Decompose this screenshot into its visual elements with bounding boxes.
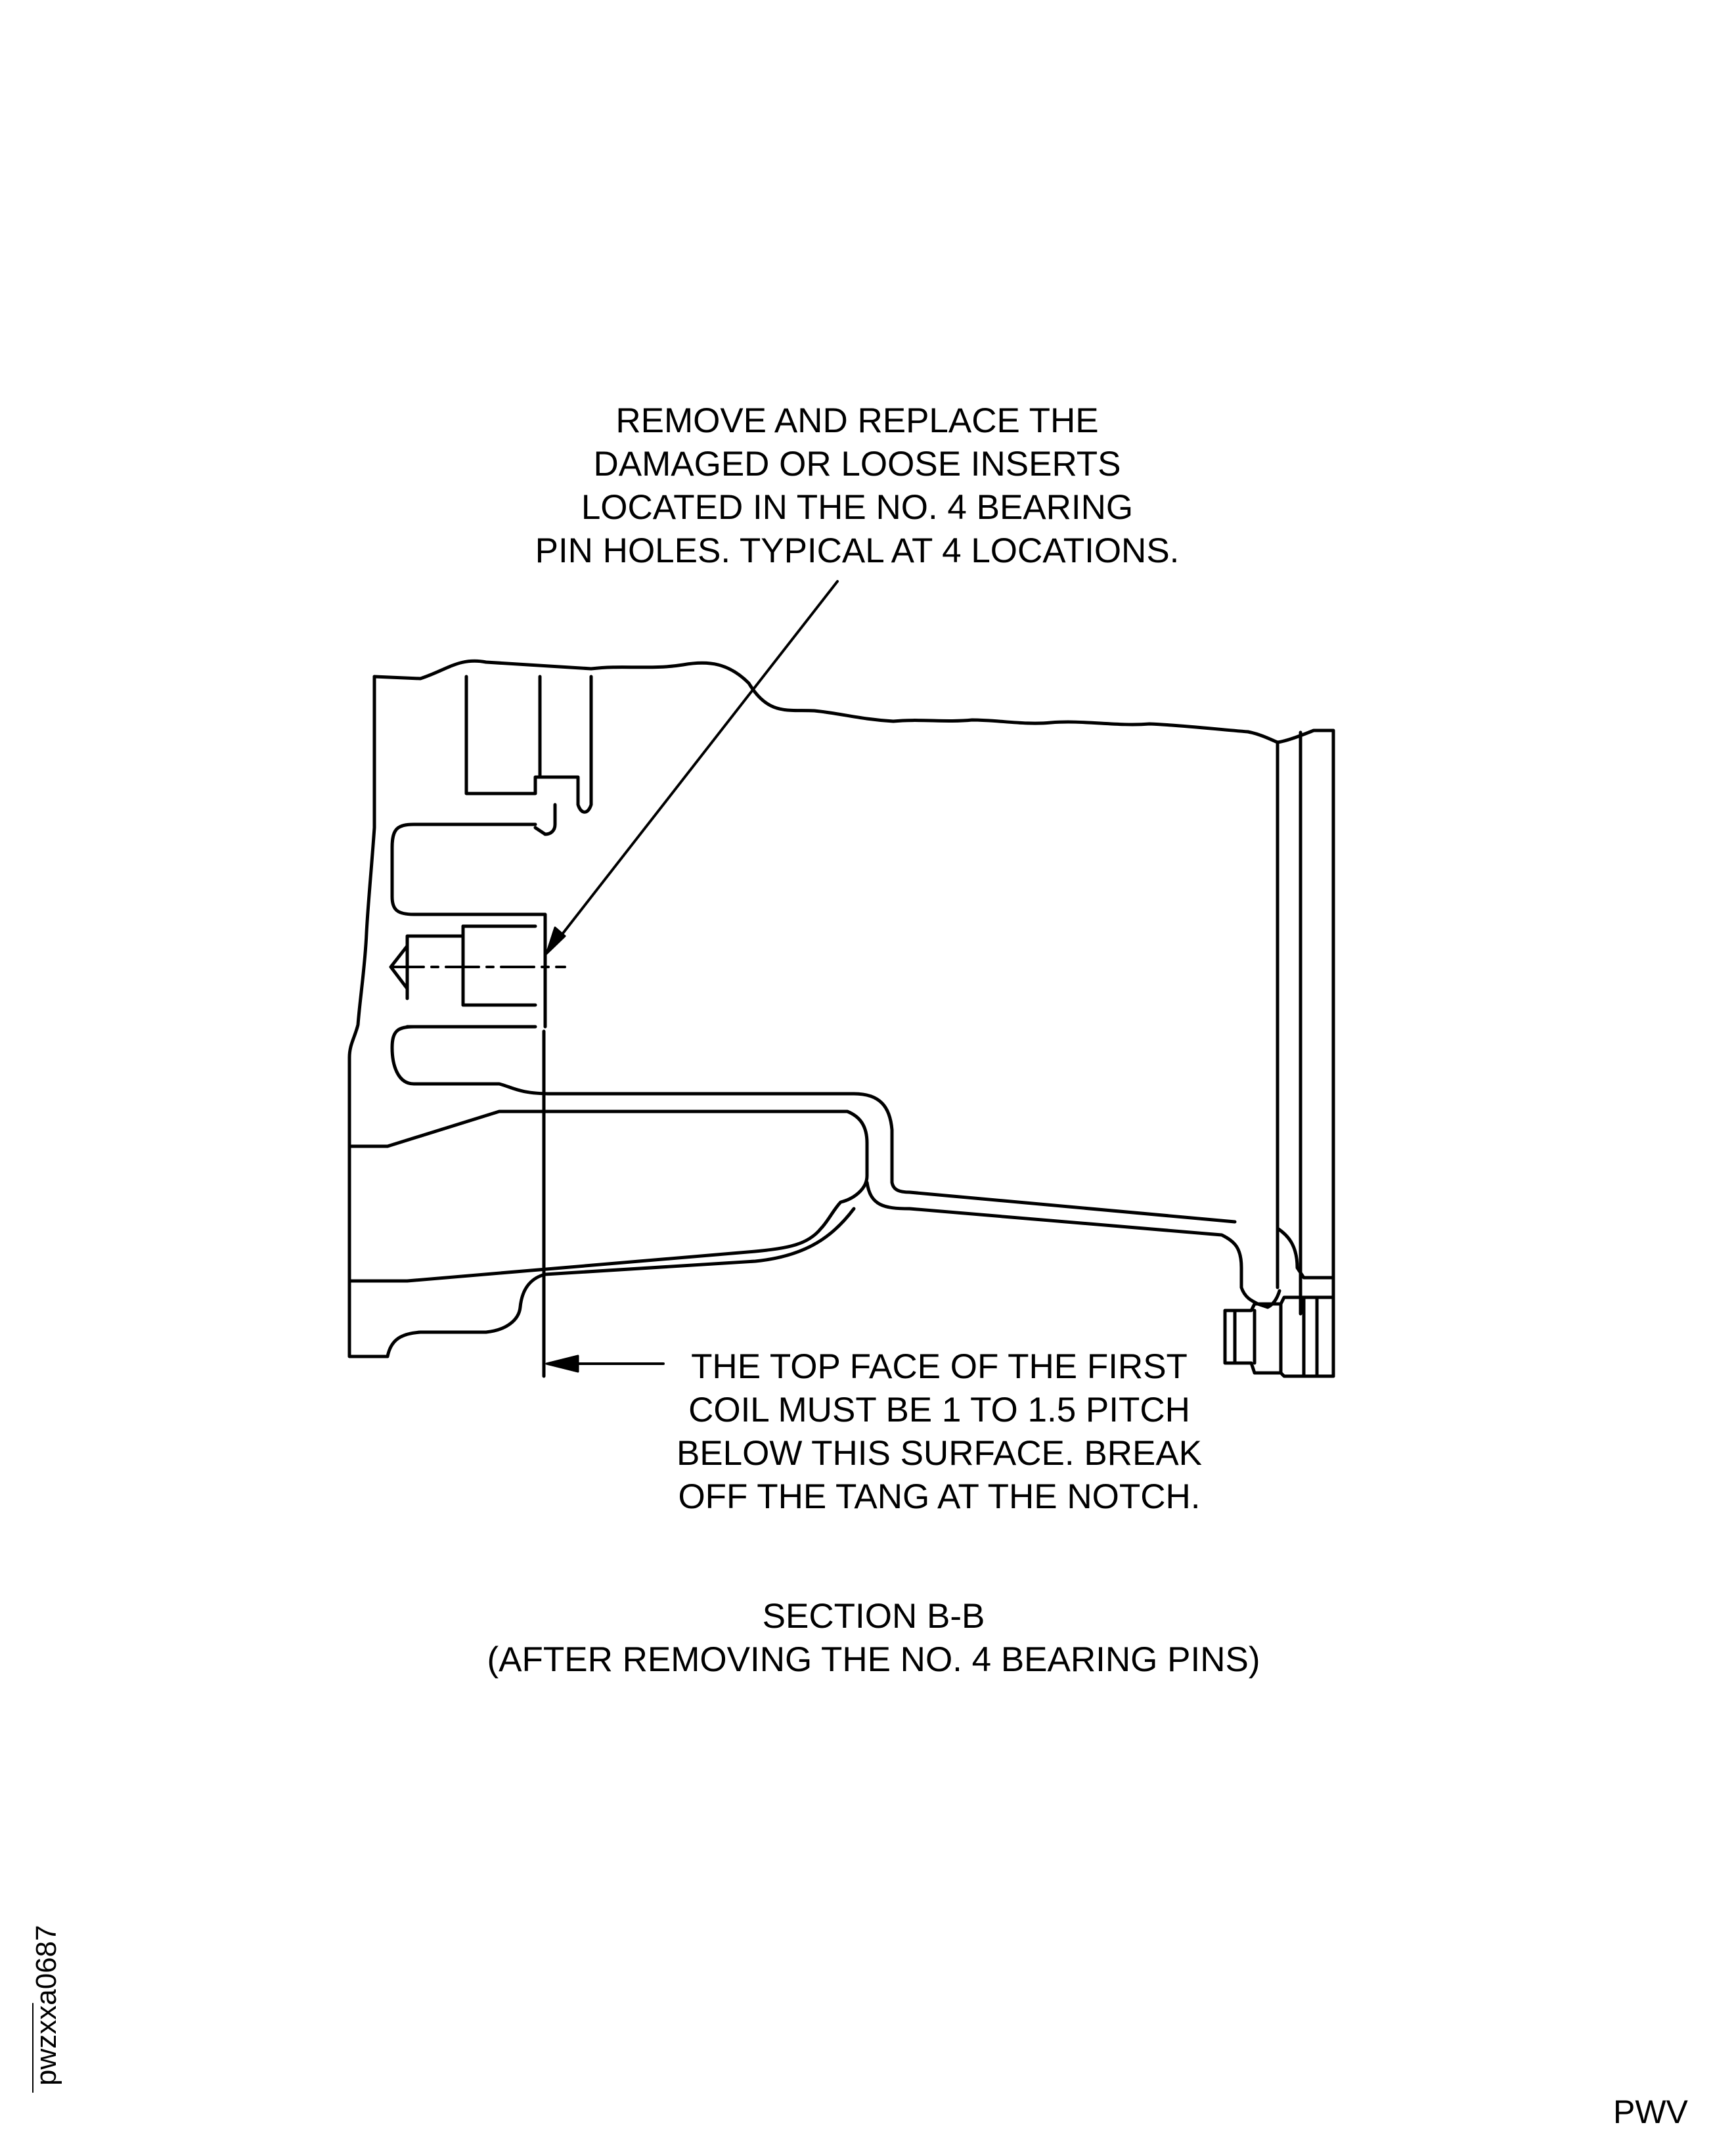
coil-callout-line-3: BELOW THIS SURFACE. BREAK [676, 1434, 1203, 1473]
coil-callout-line-2: COIL MUST BE 1 TO 1.5 PITCH [688, 1391, 1190, 1429]
insert-leader-line [552, 580, 839, 947]
inner-web [347, 1109, 869, 1283]
insert-callout-line-3: LOCATED IN THE NO. 4 BEARING [581, 488, 1134, 527]
insert-callout-line-1: REMOVE AND REPLACE THE [615, 401, 1099, 440]
insert-leader-arrowhead [545, 926, 566, 955]
lower-web [865, 1180, 1281, 1309]
upper-cavity [390, 822, 537, 916]
housing-break-line [372, 659, 1280, 744]
insert-callout-line-4: PIN HOLES. TYPICAL AT 4 LOCATIONS. [535, 531, 1180, 570]
flange-block [464, 675, 593, 814]
coil-callout-line-4: OFF THE TANG AT THE NOTCH. [678, 1477, 1201, 1516]
seal-detail [1223, 1295, 1335, 1378]
section-caption: SECTION B-B (AFTER REMOVING THE NO. 4 BE… [420, 1595, 1327, 1682]
document-code: PWV [1613, 2094, 1688, 2130]
insert-callout: REMOVE AND REPLACE THE DAMAGED OR LOOSE … [453, 399, 1261, 573]
coil-callout-line-1: THE TOP FACE OF THE FIRST [691, 1347, 1188, 1386]
right-wall [1276, 728, 1335, 1378]
lower-cavity [390, 1025, 1237, 1224]
insert-callout-line-2: DAMAGED OR LOOSE INSERTS [593, 445, 1121, 483]
section-subtitle: (AFTER REMOVING THE NO. 4 BEARING PINS) [487, 1640, 1260, 1679]
section-title: SECTION B-B [762, 1597, 985, 1636]
figure-id: pwzxxa0687 [30, 1925, 62, 2086]
pin-hole-wall [533, 912, 547, 1029]
surface-leader-arrowhead [545, 1355, 579, 1373]
coil-callout: THE TOP FACE OF THE FIRST COIL MUST BE 1… [611, 1345, 1268, 1519]
housing-left-wall [347, 675, 547, 1358]
